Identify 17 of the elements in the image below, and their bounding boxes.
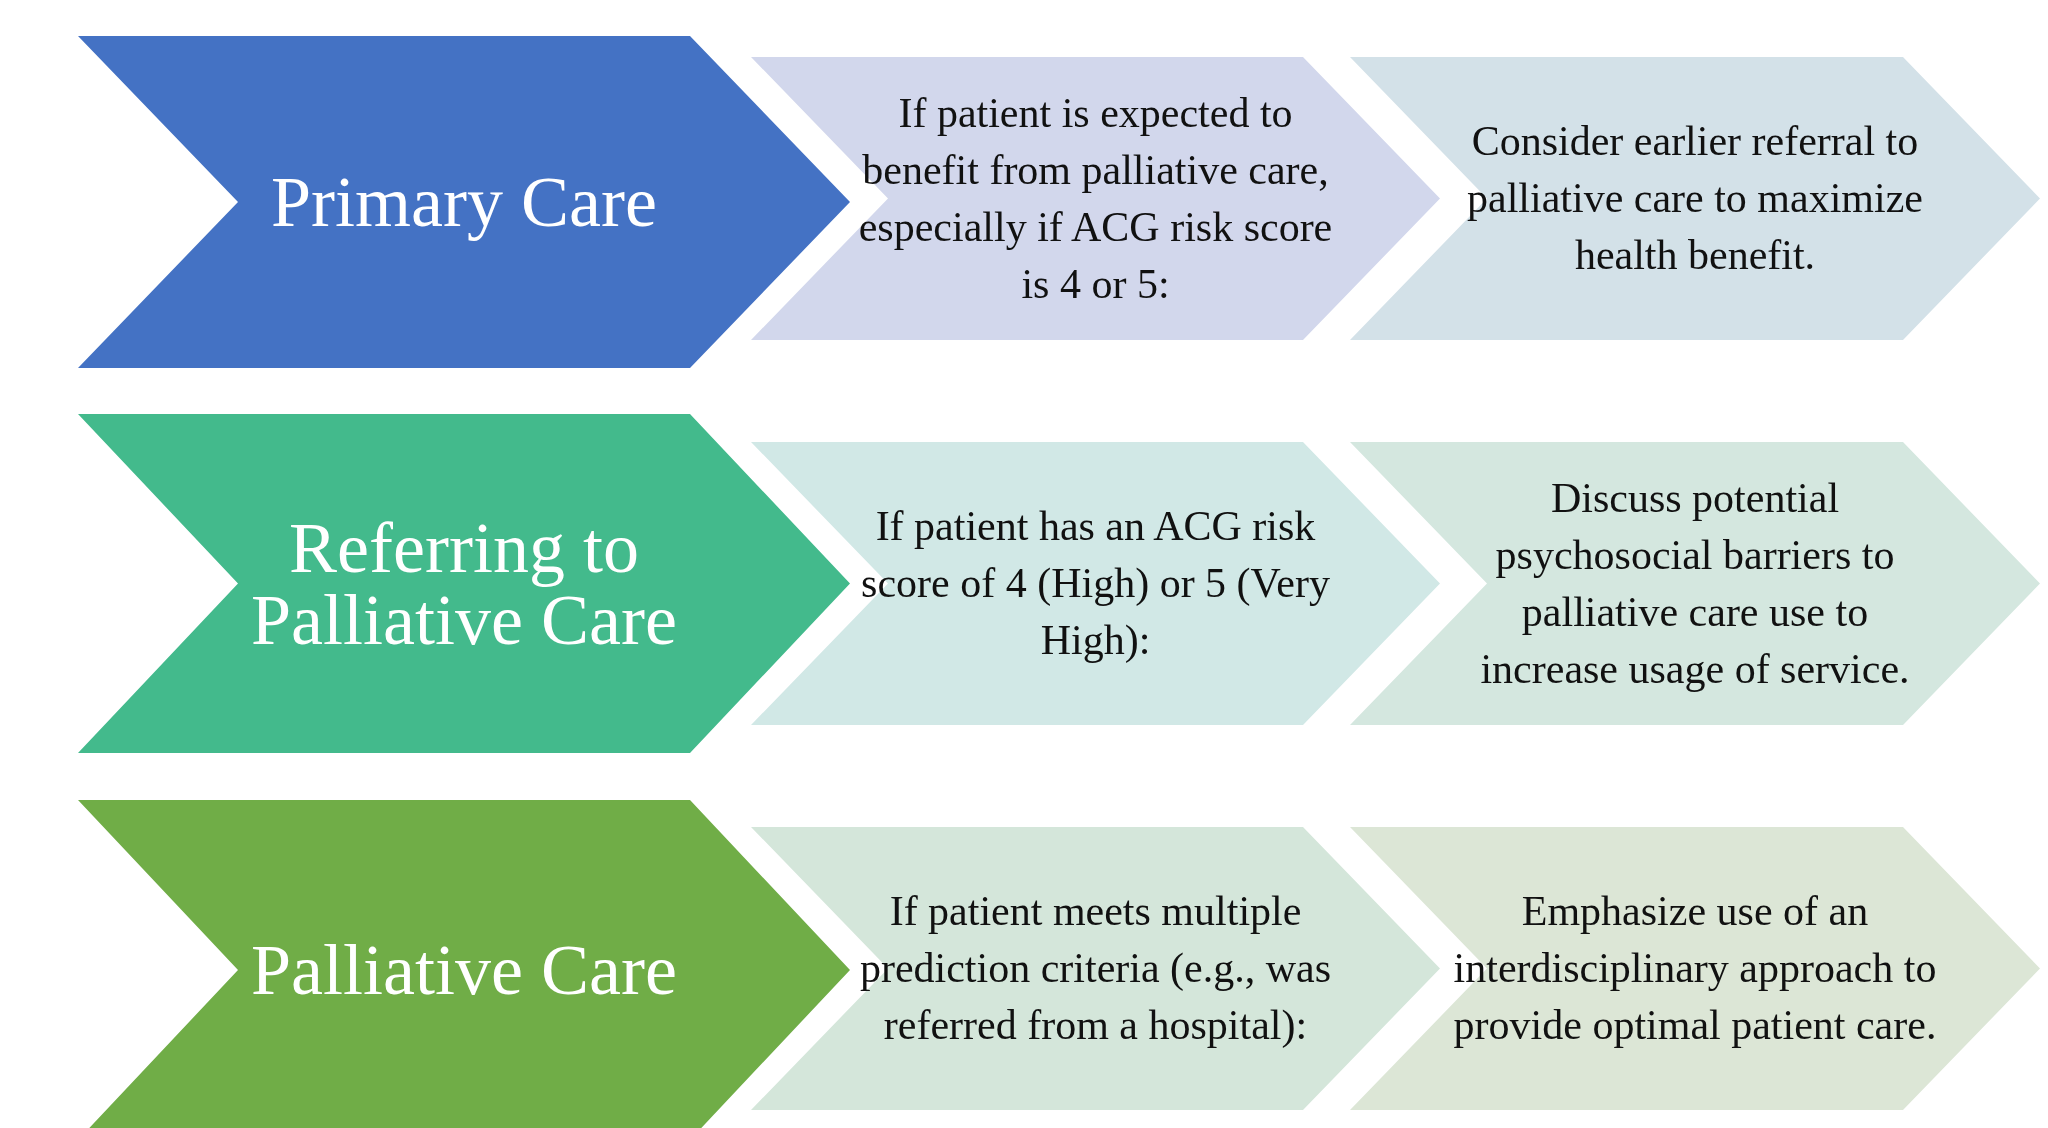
chevron-shape — [78, 414, 850, 753]
chevron-shape — [751, 57, 1440, 340]
chevron-shape — [1350, 57, 2040, 340]
stage-title: Palliative Care — [251, 934, 677, 1006]
chevron-shape — [1350, 442, 2040, 725]
chevron-text: Discuss potential psychosocial barriers to palliative care use to increase usage of service. — [1479, 473, 1911, 694]
stage-title: Referring to Palliative Care — [250, 511, 678, 656]
chevron-shape — [751, 442, 1440, 725]
chevron-shape — [78, 800, 850, 1128]
chevron-text: Consider earlier referral to palliative care to maximize health benefit. — [1466, 117, 1924, 280]
chevron-text: If patient meets multiple prediction criteria (e.g., was referred from a hospital): — [858, 887, 1333, 1050]
chevron-shape — [1350, 827, 2040, 1110]
chevron-text: Emphasize use of an interdisciplinary approach to provide optimal patient care. — [1452, 887, 1938, 1050]
chevron-shape — [751, 827, 1440, 1110]
chevron-text: If patient has an ACG risk score of 4 (High) or 5 (Very High): — [860, 502, 1331, 665]
chevron-shape — [78, 36, 850, 368]
chevron-text: If patient is expected to benefit from palliative care, especially if ACG risk score is 4 or 5: — [857, 88, 1334, 309]
